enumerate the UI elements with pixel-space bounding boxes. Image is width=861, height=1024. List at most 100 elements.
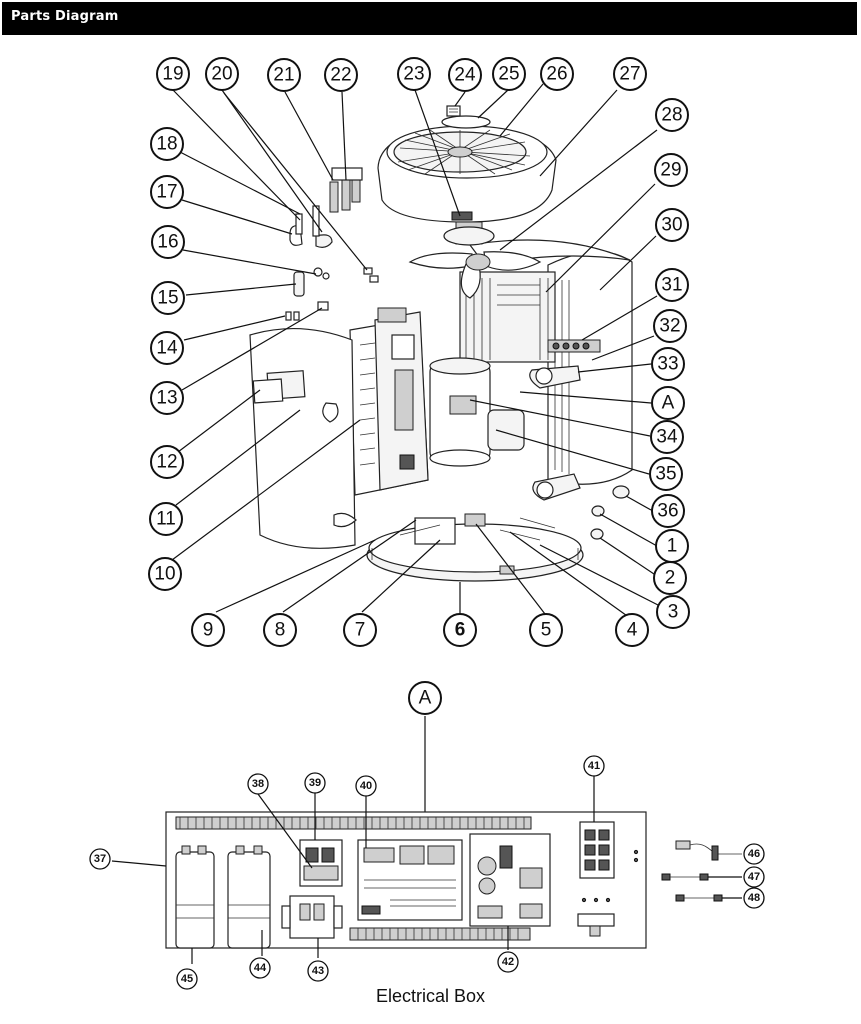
svg-text:A: A <box>419 688 432 709</box>
callout-9: 9 <box>191 613 225 647</box>
control-panel <box>349 307 429 496</box>
svg-text:24: 24 <box>454 65 476 86</box>
drive-board <box>469 833 551 927</box>
svg-text:19: 19 <box>162 64 183 85</box>
callout-39: 39 <box>304 772 326 794</box>
svg-text:45: 45 <box>181 973 193 985</box>
callout-8: 8 <box>263 613 297 647</box>
callout-17: 17 <box>150 175 184 209</box>
svg-text:A: A <box>662 393 675 414</box>
svg-text:18: 18 <box>156 134 177 155</box>
svg-text:46: 46 <box>748 848 760 860</box>
svg-text:40: 40 <box>360 780 372 792</box>
callout-27: 27 <box>613 57 647 91</box>
water-fittings <box>529 339 630 540</box>
capacitor-45 <box>175 845 215 949</box>
callout-26: 26 <box>540 57 574 91</box>
svg-text:29: 29 <box>660 160 681 181</box>
leader-lines-top <box>171 83 659 619</box>
callout-4: 4 <box>615 613 649 647</box>
electrical-box-caption: Electrical Box <box>375 986 486 1006</box>
callout-34: 34 <box>650 420 684 454</box>
small-fittings <box>285 167 379 321</box>
sensor-46 <box>675 840 742 861</box>
top-rail-teeth <box>179 817 525 829</box>
callout-13: 13 <box>150 381 184 415</box>
callout-43: 43 <box>307 960 329 982</box>
callout-21: 21 <box>267 58 301 92</box>
svg-text:39: 39 <box>309 777 321 789</box>
svg-text:35: 35 <box>655 464 676 485</box>
svg-text:4: 4 <box>627 620 638 641</box>
callout-A: A <box>651 386 685 420</box>
callout-37: 37 <box>89 848 111 870</box>
svg-text:41: 41 <box>588 760 600 772</box>
callout-44: 44 <box>249 957 271 979</box>
callout-11: 11 <box>149 502 183 536</box>
callout-46: 46 <box>743 843 765 865</box>
svg-text:34: 34 <box>656 427 678 448</box>
svg-text:11: 11 <box>156 509 176 530</box>
callout-A-electrical: A <box>408 681 442 715</box>
callout-14: 14 <box>150 331 184 365</box>
callout-41: 41 <box>583 755 605 777</box>
svg-text:26: 26 <box>546 64 567 85</box>
svg-text:1: 1 <box>667 536 678 557</box>
svg-text:5: 5 <box>541 620 552 641</box>
svg-text:3: 3 <box>668 602 679 623</box>
svg-text:37: 37 <box>94 853 106 865</box>
callout-31: 31 <box>655 268 689 302</box>
callout-10: 10 <box>148 557 182 591</box>
svg-text:48: 48 <box>748 892 760 904</box>
relay <box>299 839 343 887</box>
callout-42: 42 <box>497 951 519 973</box>
callout-35: 35 <box>649 457 683 491</box>
callout-33: 33 <box>651 347 685 381</box>
callout-32: 32 <box>653 309 687 343</box>
svg-text:2: 2 <box>665 568 676 589</box>
svg-text:8: 8 <box>275 620 286 641</box>
svg-text:30: 30 <box>661 215 682 236</box>
terminal-block <box>577 821 639 937</box>
svg-text:23: 23 <box>403 64 424 85</box>
callout-23: 23 <box>397 57 431 91</box>
callout-3: 3 <box>656 595 690 629</box>
control-board <box>357 839 463 921</box>
fan-blade <box>408 221 542 299</box>
svg-text:9: 9 <box>203 620 214 641</box>
fan-label <box>446 105 461 117</box>
svg-text:27: 27 <box>619 64 640 85</box>
callout-47: 47 <box>743 866 765 888</box>
front-panel <box>249 327 357 549</box>
svg-text:36: 36 <box>657 501 678 522</box>
top-cover <box>377 125 557 223</box>
callout-19: 19 <box>156 57 190 91</box>
callout-7: 7 <box>343 613 377 647</box>
svg-text:12: 12 <box>156 452 177 473</box>
callout-38: 38 <box>247 773 269 795</box>
electrical-box <box>111 716 742 964</box>
sensor-47 <box>661 873 742 881</box>
sensor-48 <box>675 894 742 902</box>
svg-text:38: 38 <box>252 778 264 790</box>
header-bar: Parts Diagram <box>2 2 857 35</box>
contactor <box>281 895 343 939</box>
svg-text:32: 32 <box>659 316 680 337</box>
svg-text:28: 28 <box>661 105 682 126</box>
base-pan <box>366 513 584 582</box>
callout-28: 28 <box>655 98 689 132</box>
callout-25: 25 <box>492 57 526 91</box>
callout-24: 24 <box>448 58 482 92</box>
callout-48: 48 <box>743 887 765 909</box>
svg-text:47: 47 <box>748 871 760 883</box>
callout-45: 45 <box>176 968 198 990</box>
svg-text:25: 25 <box>498 64 519 85</box>
callout-15: 15 <box>151 281 185 315</box>
svg-text:43: 43 <box>312 965 324 977</box>
svg-text:16: 16 <box>157 232 178 253</box>
callout-5: 5 <box>529 613 563 647</box>
callout-40: 40 <box>355 775 377 797</box>
callout-36: 36 <box>651 494 685 528</box>
callout-6: 6 <box>443 613 477 647</box>
